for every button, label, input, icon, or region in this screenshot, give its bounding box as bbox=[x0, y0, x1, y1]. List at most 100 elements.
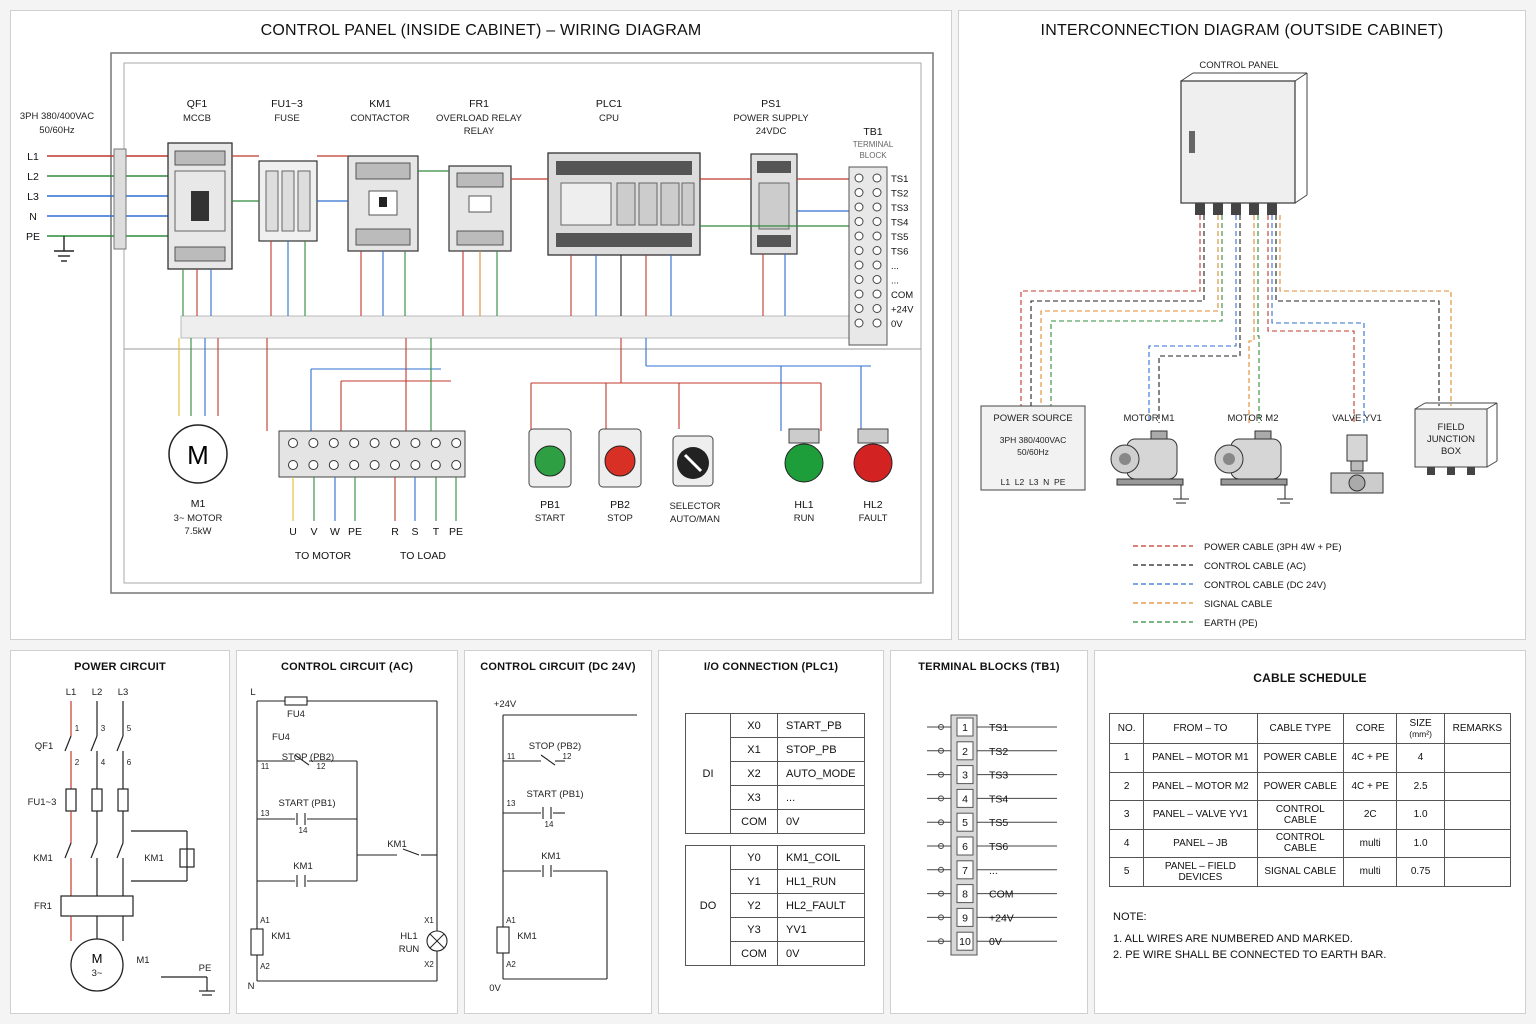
pb2-tag: PB2 bbox=[610, 499, 630, 511]
term-u: U bbox=[289, 526, 297, 538]
cable-size-unit: (mm²) bbox=[1409, 728, 1432, 739]
ac-n14: 14 bbox=[299, 826, 308, 835]
motor-m1-power: 7.5kW bbox=[185, 526, 212, 537]
tb1-terminal-label: ... bbox=[891, 261, 899, 272]
cable-cell: multi bbox=[1343, 857, 1398, 887]
phase-l2: L2 bbox=[27, 171, 39, 183]
cable-schedule-title: CABLE SCHEDULE bbox=[1253, 671, 1367, 685]
ac-x2: X2 bbox=[424, 960, 434, 969]
output-terminal-screw bbox=[349, 438, 360, 448]
tb1-screw bbox=[872, 217, 882, 226]
cable-cell: 1 bbox=[1108, 743, 1145, 773]
dc-n12: 12 bbox=[563, 752, 572, 761]
tb1-screw bbox=[854, 275, 864, 284]
io-address: Y3 bbox=[730, 917, 778, 942]
cable-note-2: 2. PE WIRE SHALL BE CONNECTED TO EARTH B… bbox=[1113, 949, 1387, 961]
output-terminal-screw bbox=[288, 460, 298, 470]
legend-label: POWER CABLE (3PH 4W + PE) bbox=[1204, 542, 1342, 553]
io-row: X3... bbox=[686, 785, 865, 810]
term-t: T bbox=[433, 526, 440, 538]
ac-stop: STOP (PB2) bbox=[282, 752, 334, 763]
ps1-tag: PS1 bbox=[761, 98, 781, 110]
supply-voltage: 3PH 380/400VAC bbox=[20, 111, 94, 122]
pc-n4: 4 bbox=[101, 758, 106, 767]
dc-coil: KM1 bbox=[517, 931, 537, 942]
io-signal: KM1_COIL bbox=[777, 845, 865, 870]
hl1-desc: RUN bbox=[794, 513, 815, 524]
ic-jb-line2: JUNCTION bbox=[1427, 434, 1475, 445]
tb1-terminal-label: COM bbox=[891, 290, 913, 301]
ac-circuit-diagram: L N bbox=[248, 687, 448, 992]
term-pe-load: PE bbox=[449, 526, 463, 538]
cable-header: NO. bbox=[1108, 713, 1145, 744]
fu-desc: FUSE bbox=[274, 113, 299, 124]
cable-cell bbox=[1443, 743, 1512, 773]
km1-contactor bbox=[347, 155, 419, 252]
pc-fu: FU1~3 bbox=[28, 797, 57, 808]
pc-km-coil: KM1 bbox=[144, 853, 164, 864]
tb1-screw bbox=[872, 304, 882, 313]
tb-terminal-number: 2 bbox=[962, 746, 968, 758]
pb2-desc: STOP bbox=[607, 513, 633, 524]
ac-n12: 12 bbox=[317, 762, 326, 771]
km1-desc: CONTACTOR bbox=[350, 113, 409, 124]
to-load-label: TO LOAD bbox=[400, 550, 446, 562]
output-terminal-screw bbox=[390, 460, 400, 470]
dc-circuit-diagram: +24V 0V STOP (PB2) START (PB1) KM1 bbox=[489, 699, 637, 994]
ic-source-frequency: 50/60Hz bbox=[1017, 447, 1049, 457]
output-terminal-screw bbox=[328, 460, 339, 470]
tb-terminal-cell bbox=[956, 884, 974, 904]
interconnection-panel: INTERCONNECTION DIAGRAM (OUTSIDE CABINET… bbox=[958, 10, 1526, 640]
ps1-power-supply bbox=[750, 153, 798, 255]
cable-cell: PANEL – MOTOR M1 bbox=[1143, 743, 1258, 773]
tb-terminal-number: 1 bbox=[962, 722, 968, 734]
pb2-stop-button[interactable] bbox=[598, 428, 642, 488]
ic-control-panel-box bbox=[1180, 72, 1308, 215]
tb-terminal-label: TS4 bbox=[989, 793, 1008, 805]
io-address: COM bbox=[730, 941, 778, 966]
cable-header: FROM – TO bbox=[1143, 713, 1258, 744]
pc-n3: 3 bbox=[101, 724, 106, 733]
ac-lamp-sub: RUN bbox=[399, 944, 420, 955]
interconnect-title: INTERCONNECTION DIAGRAM (OUTSIDE CABINET… bbox=[1040, 22, 1444, 39]
tb1-screw bbox=[854, 246, 864, 255]
pc-motor-sub: 3~ bbox=[92, 968, 103, 979]
tb1-screw bbox=[872, 260, 882, 270]
tb-terminal-cell bbox=[956, 717, 974, 737]
pc-pe: PE bbox=[199, 963, 212, 974]
io-address: X3 bbox=[730, 785, 778, 810]
cable-cell: PANEL – JB bbox=[1143, 828, 1258, 858]
hl2-desc: FAULT bbox=[859, 513, 888, 524]
phase-n: N bbox=[29, 211, 37, 223]
cabinet-wiring-panel: CONTROL PANEL (INSIDE CABINET) – WIRING … bbox=[10, 10, 952, 640]
output-terminal-screw bbox=[451, 460, 462, 470]
ac-km-aux: KM1 bbox=[293, 861, 313, 872]
pb1-start-button[interactable] bbox=[528, 428, 572, 488]
cable-cell: 2.5 bbox=[1396, 771, 1445, 801]
io-address: Y1 bbox=[730, 869, 778, 894]
pc-fr: FR1 bbox=[34, 901, 52, 912]
selector-switch[interactable] bbox=[672, 435, 714, 487]
io-address: Y0 bbox=[730, 845, 778, 870]
tb-terminal-label: TS2 bbox=[989, 746, 1008, 758]
ac-fu-side: FU4 bbox=[272, 732, 290, 743]
ac-n11: 11 bbox=[261, 762, 270, 771]
term-v: V bbox=[310, 526, 317, 538]
tb1-screw bbox=[854, 202, 864, 212]
tb1-screw bbox=[854, 318, 864, 328]
ac-km-contact: KM1 bbox=[387, 839, 407, 850]
pc-l2: L2 bbox=[92, 687, 103, 698]
ic-panel-label: CONTROL PANEL bbox=[1199, 60, 1278, 71]
tb1-screw bbox=[854, 217, 864, 226]
output-terminal-strip bbox=[278, 430, 466, 478]
power-circuit-title: POWER CIRCUIT bbox=[74, 661, 166, 673]
output-terminal-screw bbox=[410, 438, 421, 448]
tb1-screw bbox=[872, 275, 882, 284]
output-terminal-screw bbox=[369, 460, 380, 470]
hl2-fault-lamp bbox=[853, 428, 893, 483]
